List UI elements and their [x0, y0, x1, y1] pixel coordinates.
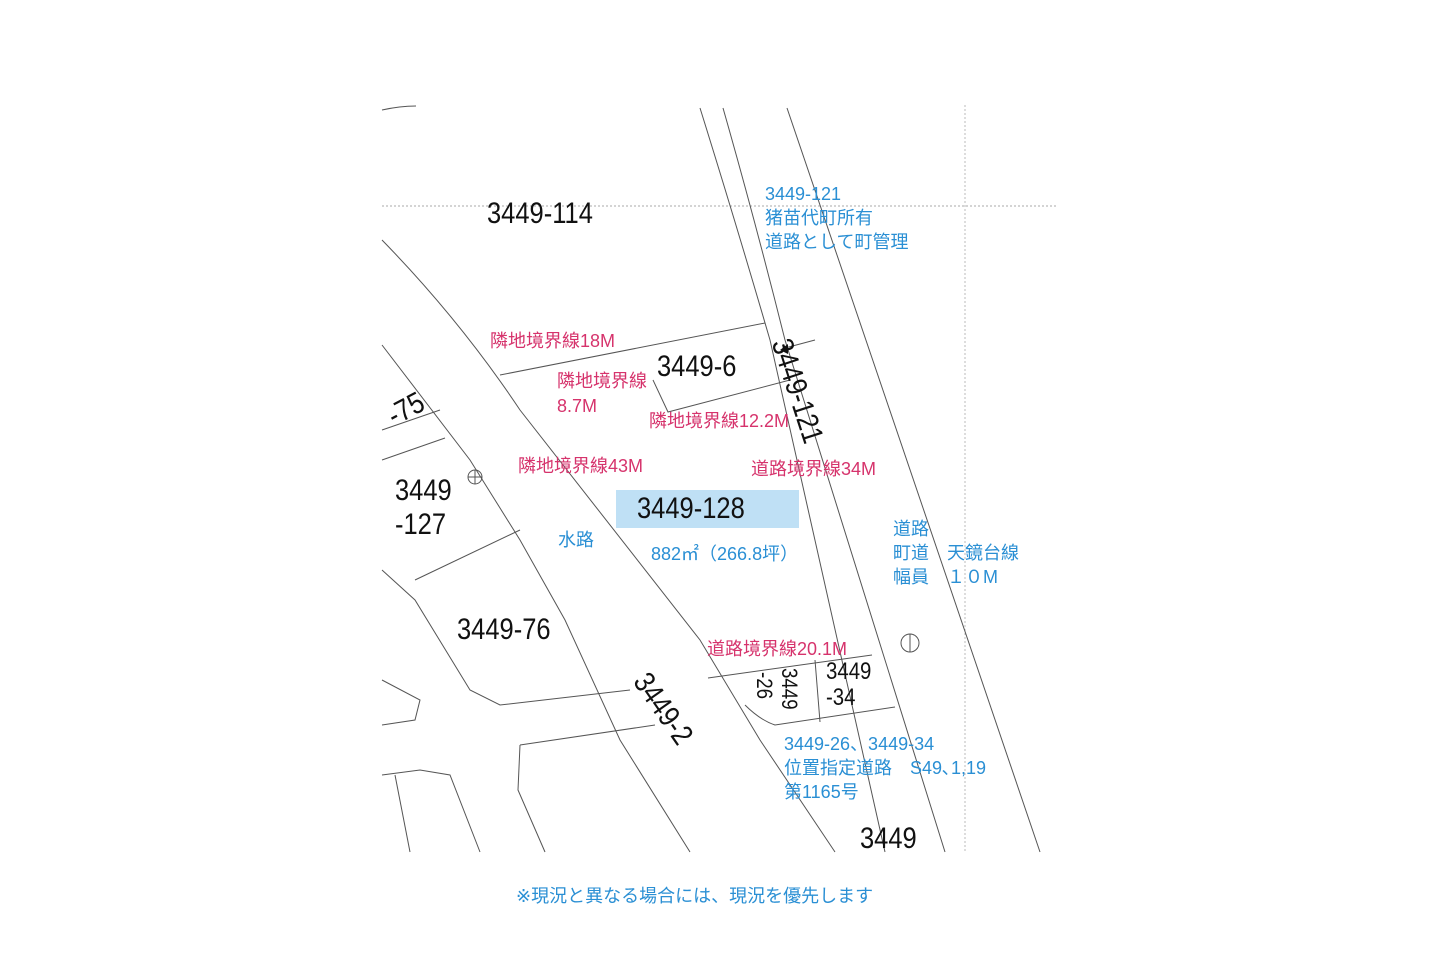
- parcel-line: [414, 529, 521, 581]
- benchmark-icon: [900, 633, 920, 653]
- road-boundary-label-20-1m: 道路境界線20.1M: [707, 639, 848, 659]
- parcel-3449-114: 3449-114: [487, 197, 593, 230]
- parcel-3449: 3449: [860, 822, 917, 855]
- note-line: 3449-121: [765, 184, 842, 204]
- note-line: 幅員 １０M: [893, 567, 998, 587]
- edge-curve: [381, 105, 417, 111]
- arrow-line: [784, 339, 816, 349]
- road-line: [786, 107, 1041, 853]
- note-line: 位置指定道路 S49､1,19: [784, 758, 987, 778]
- parcel-3449-76: 3449-76: [457, 613, 551, 646]
- road-note: 道路 町道 天鏡台線 幅員 １０M: [893, 517, 1019, 589]
- parcel-line: [381, 344, 691, 853]
- parcel-line: [814, 659, 821, 723]
- parcel-line: [381, 569, 631, 706]
- designated-road-note: 3449-26、3449-34 位置指定道路 S49､1,19 第1165号: [784, 732, 986, 804]
- parcel-3449-6: 3449-6: [657, 350, 737, 383]
- parcel-line: [381, 239, 836, 853]
- parcel-3449-127-line2: -127: [395, 508, 447, 541]
- parcel-3449-127-line1: 3449: [395, 474, 452, 507]
- note-line: 猪苗代町所有: [765, 208, 873, 228]
- parcel-line: [519, 724, 656, 746]
- parcel-line: [744, 704, 896, 726]
- parcel-3449-26-line2: -26: [752, 672, 777, 700]
- boundary-label-8-7m-line2: 8.7M: [557, 396, 598, 416]
- parcel-line: [381, 409, 441, 431]
- parcel-line: [394, 774, 411, 853]
- parcel-line: [381, 437, 446, 461]
- boundary-label-8-7m-line1: 隣地境界線: [557, 371, 647, 391]
- note-line: 町道 天鏡台線: [893, 543, 1019, 563]
- parcel-3449-26-line1: 3449: [777, 668, 802, 710]
- benchmark-icon: [467, 469, 483, 485]
- subject-parcel-highlight: [616, 490, 799, 528]
- parcel-line: [652, 379, 791, 413]
- arrow-head: [780, 344, 788, 354]
- boundary-label-12-2m: 隣地境界線12.2M: [649, 411, 790, 431]
- parcel-3449-34-line2: -34: [826, 684, 856, 711]
- area-label: 882㎡（266.8坪）: [651, 544, 799, 564]
- road-line: [722, 107, 946, 853]
- parcel-line: [381, 769, 481, 853]
- note-line: 道路として町管理: [765, 232, 909, 252]
- note-line: 道路: [893, 519, 929, 539]
- boundary-label-18m: 隣地境界線18M: [490, 331, 616, 351]
- parcel-line: [517, 744, 546, 853]
- note-line: 第1165号: [784, 782, 859, 802]
- waterway-label: 水路: [558, 530, 594, 550]
- boundary-label-43m: 隣地境界線43M: [518, 456, 644, 476]
- parcel-line: [707, 654, 873, 679]
- road-boundary-label-34m: 道路境界線34M: [751, 459, 877, 479]
- parcel-3449-34-line1: 3449: [826, 658, 872, 685]
- parcel-line: [381, 679, 421, 726]
- note-3449-121: 3449-121 猪苗代町所有 道路として町管理: [765, 182, 908, 254]
- parcel-3449-128: 3449-128: [637, 492, 745, 525]
- footer-disclaimer: ※現況と異なる場合には、現況を優先します: [516, 886, 874, 906]
- parcel-line: [499, 322, 766, 376]
- note-line: 3449-26、3449-34: [784, 734, 935, 754]
